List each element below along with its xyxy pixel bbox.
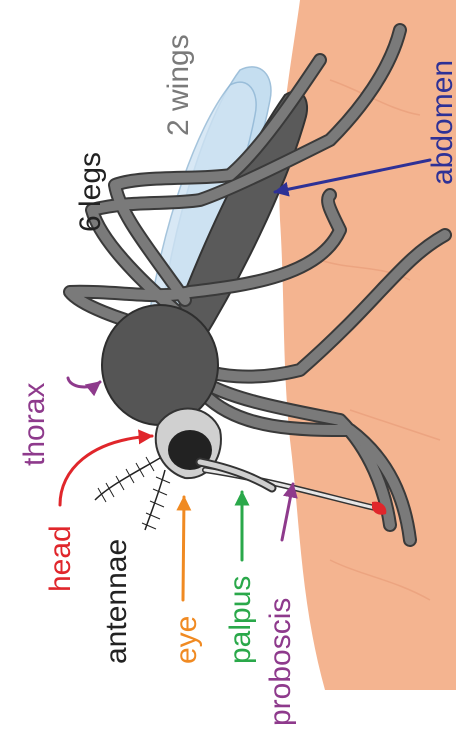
label-proboscis: proboscis bbox=[264, 598, 297, 726]
proboscis-arrow bbox=[282, 484, 293, 540]
thorax bbox=[102, 305, 218, 425]
eye-arrow bbox=[183, 497, 184, 600]
label-antennae: antennae bbox=[100, 539, 133, 664]
label-abdomen: abdomen bbox=[426, 60, 456, 185]
antennae bbox=[95, 457, 170, 530]
label-thorax: thorax bbox=[18, 383, 51, 466]
label-6-legs: 6 legs bbox=[74, 152, 107, 232]
label-eye: eye bbox=[170, 616, 203, 664]
label-2-wings: 2 wings bbox=[162, 34, 195, 136]
label-head: head bbox=[44, 525, 77, 592]
thorax-arrow bbox=[68, 378, 100, 387]
label-palpus: palpus bbox=[224, 576, 257, 664]
